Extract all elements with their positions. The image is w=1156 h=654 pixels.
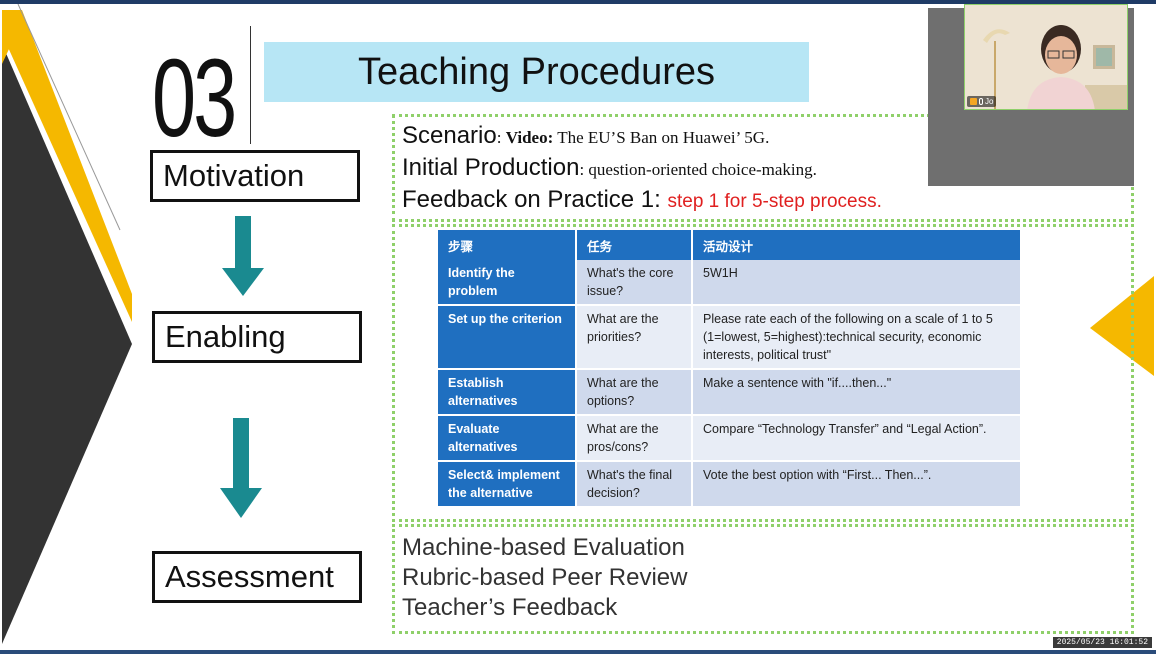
enabling-panel xyxy=(392,224,1134,522)
table-row: Identify the problem What's the core iss… xyxy=(438,260,1022,306)
task-cell: What are the priorities? xyxy=(576,305,693,370)
table-row: Evaluate alternatives What are the pros/… xyxy=(438,415,1022,462)
feedback-highlight: step 1 for 5-step process. xyxy=(667,191,882,212)
feedback-line: Feedback on Practice 1: step 1 for 5-ste… xyxy=(402,186,882,213)
task-cell: What's the core issue? xyxy=(576,260,693,306)
table-header: 步骤 xyxy=(438,230,577,260)
enabling-label: Enabling xyxy=(165,319,286,354)
enabling-box: Enabling xyxy=(152,311,362,363)
assessment-box: Assessment xyxy=(152,551,362,603)
table-row: Set up the criterion What are the priori… xyxy=(438,305,1022,370)
participant-name: Jo xyxy=(985,97,994,106)
scenario-text: The EU’S Ban on Huawei’ 5G. xyxy=(553,128,770,147)
step-cell: Evaluate alternatives xyxy=(438,415,577,462)
assessment-panel xyxy=(392,524,1134,634)
step-cell: Set up the criterion xyxy=(438,305,577,370)
section-number: 03 xyxy=(152,37,237,160)
left-decoration xyxy=(2,4,132,644)
task-cell: What's the final decision? xyxy=(576,461,693,508)
person-icon xyxy=(970,98,977,105)
assessment-label: Assessment xyxy=(165,559,334,594)
activity-cell: Please rate each of the following on a s… xyxy=(692,305,1022,370)
scenario-line: Scenario: Video: The EU’S Ban on Huawei’… xyxy=(402,122,770,149)
table-row: Establish alternatives What are the opti… xyxy=(438,369,1022,416)
step-cell: Select& implement the alternative xyxy=(438,461,577,508)
initial-production-text: question-oriented choice-making. xyxy=(588,160,817,179)
participant-video-tile[interactable]: Jo xyxy=(964,4,1128,110)
table-header-row: 步骤 任务 活动设计 xyxy=(438,230,1022,260)
motivation-box: Motivation xyxy=(150,150,360,202)
assessment-item: Rubric-based Peer Review xyxy=(402,564,688,591)
table-header: 任务 xyxy=(576,230,693,260)
step-cell: Identify the problem xyxy=(438,260,577,306)
table-header: 活动设计 xyxy=(692,230,1022,260)
participant-label: Jo xyxy=(967,96,997,107)
presentation-slide: 03 Teaching Procedures Motivation Enabli… xyxy=(2,4,1154,650)
video-label: Video: xyxy=(505,128,554,147)
down-arrow-icon xyxy=(222,216,264,296)
right-decoration xyxy=(1090,276,1154,376)
task-cell: What are the options? xyxy=(576,369,693,416)
table-row: Select& implement the alternative What's… xyxy=(438,461,1022,508)
title-band xyxy=(264,42,809,102)
activity-cell: Make a sentence with "if....then..." xyxy=(692,369,1022,416)
initial-production-line: Initial Production: question-oriented ch… xyxy=(402,154,817,181)
participant-video-feed xyxy=(965,5,1127,109)
down-arrow-icon xyxy=(220,418,262,518)
microphone-icon xyxy=(979,98,983,105)
timestamp-overlay: 2025/05/23 16:01:52 xyxy=(1052,637,1152,648)
activity-cell: Compare “Technology Transfer” and “Legal… xyxy=(692,415,1022,462)
window-bottom-bar xyxy=(0,650,1156,654)
motivation-label: Motivation xyxy=(163,158,305,193)
assessment-item: Teacher’s Feedback xyxy=(402,594,618,621)
divider-line xyxy=(250,26,251,144)
step-cell: Establish alternatives xyxy=(438,369,577,416)
task-cell: What are the pros/cons? xyxy=(576,415,693,462)
activity-cell: 5W1H xyxy=(692,260,1022,306)
slide-title: Teaching Procedures xyxy=(358,51,715,93)
activity-cell: Vote the best option with “First... Then… xyxy=(692,461,1022,508)
assessment-item: Machine-based Evaluation xyxy=(402,534,685,561)
procedure-table: 步骤 任务 活动设计 Identify the problem What's t… xyxy=(438,230,1022,508)
window-top-bar xyxy=(0,0,1156,4)
